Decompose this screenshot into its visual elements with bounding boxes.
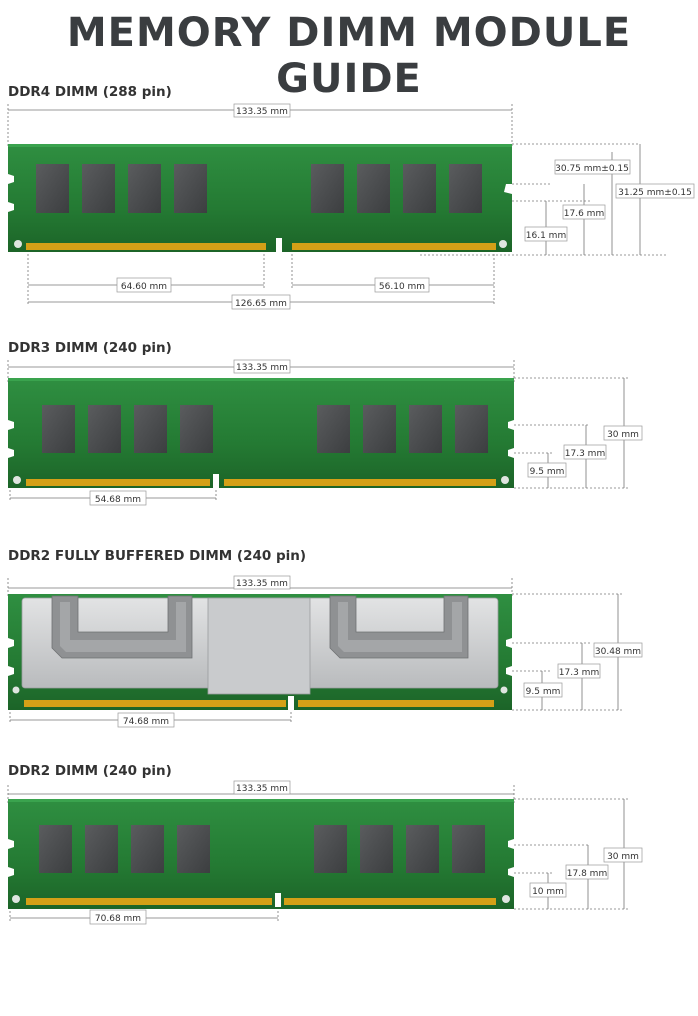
ddr3-diagram: 133.35 mm xyxy=(7,359,643,506)
key-offset-label: 54.68 mm xyxy=(95,495,141,505)
page-title: MEMORY DIMM MODULE GUIDE xyxy=(66,10,632,102)
ddr4-diagram: 133.35 mm xyxy=(7,103,695,310)
key-offset-label: 70.68 mm xyxy=(95,914,141,924)
memory-chip xyxy=(357,164,390,213)
height-total-label: 30 mm xyxy=(607,430,639,440)
memory-chip xyxy=(128,164,161,213)
key-offset-label: 74.68 mm xyxy=(123,717,169,727)
module-ddr4: DDR4 DIMM (288 pin) 133.35 mm xyxy=(0,84,698,314)
memory-chip xyxy=(134,405,167,453)
module-title: DDR2 DIMM (240 pin) xyxy=(8,763,172,779)
pins-right-label: 56.10 mm xyxy=(379,282,425,292)
gold-pins xyxy=(26,893,496,907)
height-total-label: 30.48 mm xyxy=(595,647,641,657)
height-total-label: 30 mm xyxy=(607,852,639,862)
memory-chip xyxy=(42,405,75,453)
memory-chip xyxy=(314,825,347,873)
height-notch-mid-label: 17.6 mm xyxy=(564,209,604,219)
memory-chip xyxy=(360,825,393,873)
memory-chip xyxy=(317,405,350,453)
memory-chip xyxy=(82,164,115,213)
length-label: 133.35 mm xyxy=(236,579,288,589)
height-notch-mid-label: 17.8 mm xyxy=(567,869,607,879)
memory-chip xyxy=(363,405,396,453)
height-notch-low-label: 16.1 mm xyxy=(526,231,566,241)
ddr2-diagram: 133.35 mm xyxy=(7,780,643,925)
memory-chips xyxy=(39,825,485,873)
memory-chip xyxy=(174,164,207,213)
module-title: DDR3 DIMM (240 pin) xyxy=(8,340,172,356)
length-label: 133.35 mm xyxy=(236,107,288,117)
memory-chip xyxy=(455,405,488,453)
module-ddr2-fb: DDR2 FULLY BUFFERED DIMM (240 pin) 133.3… xyxy=(0,548,698,738)
memory-chip xyxy=(180,405,213,453)
memory-chip xyxy=(406,825,439,873)
gold-pins xyxy=(26,238,496,252)
gold-pins xyxy=(26,474,496,488)
length-label: 133.35 mm xyxy=(236,784,288,794)
module-ddr3: DDR3 DIMM (240 pin) 133.35 mm xyxy=(0,340,698,520)
memory-chip xyxy=(311,164,344,213)
memory-chip xyxy=(452,825,485,873)
height-notch-low-label: 9.5 mm xyxy=(530,467,565,477)
pins-span-label: 126.65 mm xyxy=(235,299,287,309)
memory-chip xyxy=(36,164,69,213)
height-notch-mid-label: 17.3 mm xyxy=(565,449,605,459)
module-title: DDR4 DIMM (288 pin) xyxy=(8,84,172,100)
module-title: DDR2 FULLY BUFFERED DIMM (240 pin) xyxy=(8,548,307,564)
memory-chips xyxy=(36,164,482,213)
memory-chip xyxy=(88,405,121,453)
height-body-label: 30.75 mm±0.15 xyxy=(555,164,629,174)
memory-chip xyxy=(85,825,118,873)
gold-pins xyxy=(24,696,494,710)
height-total-label: 31.25 mm±0.15 xyxy=(618,188,692,198)
height-notch-low-label: 9.5 mm xyxy=(526,687,561,697)
heat-spreader xyxy=(21,595,499,695)
memory-chip xyxy=(177,825,210,873)
length-label: 133.35 mm xyxy=(236,363,288,373)
memory-chips xyxy=(42,405,488,453)
module-ddr2: DDR2 DIMM (240 pin) 133.35 mm xyxy=(0,763,698,933)
memory-chip xyxy=(449,164,482,213)
memory-chip xyxy=(403,164,436,213)
height-notch-low-label: 10 mm xyxy=(532,887,564,897)
height-notch-mid-label: 17.3 mm xyxy=(559,668,599,678)
pins-left-label: 64.60 mm xyxy=(121,282,167,292)
ddr2-fb-diagram: 133.35 mm 30.48 xyxy=(7,575,643,728)
memory-chip xyxy=(39,825,72,873)
memory-chip xyxy=(409,405,442,453)
memory-chip xyxy=(131,825,164,873)
